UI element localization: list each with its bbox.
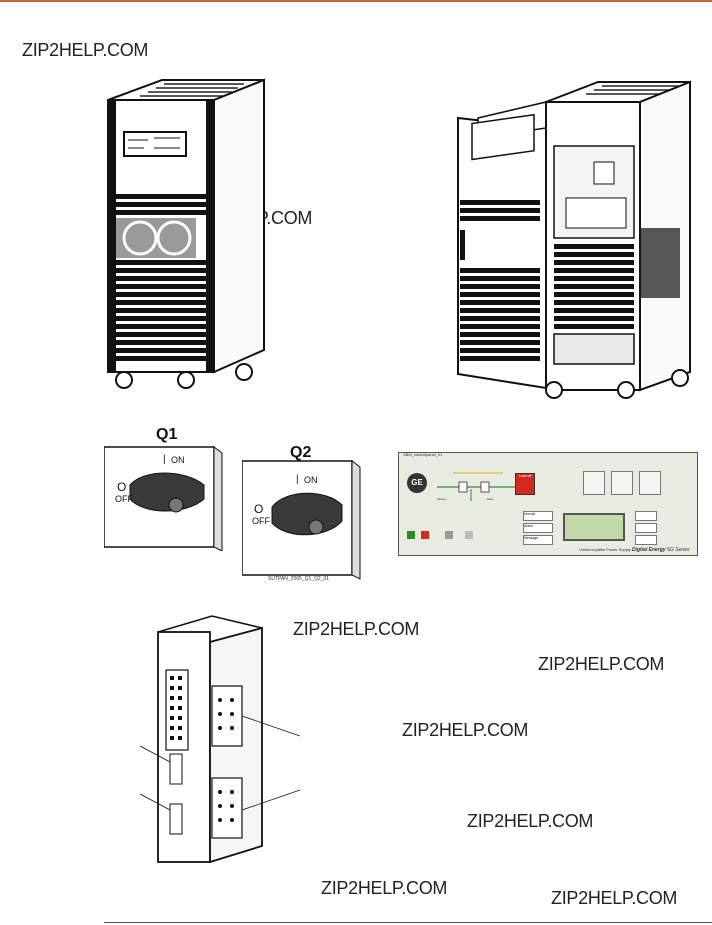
control-panel-caption: SBM_controlpanel_01: [403, 452, 443, 457]
indicator-message: Message: [523, 535, 553, 545]
switch-q2-off-label: OFF: [252, 516, 270, 526]
switch-q1-on-label: ON: [171, 455, 185, 465]
watermark-text: ZIP2HELP.COM: [467, 811, 594, 831]
mimic-label-battery: battery: [437, 497, 447, 501]
bypass-icon-button[interactable]: [583, 471, 605, 495]
softkey-3[interactable]: [635, 535, 657, 545]
switch-q2-caption: SUTPAN_2005_Q1_Q2_01: [268, 576, 330, 582]
panel-brand: Digital Energy: [631, 547, 666, 553]
switch-q2-on-label: ON: [304, 475, 318, 485]
watermark-text: ZIP2HELP.COM: [293, 619, 420, 639]
switch-q2-illustration: [242, 460, 361, 580]
watermark-text: ZIP2HELP.COM: [538, 654, 665, 674]
switch-q1-title: Q1: [156, 426, 178, 443]
watermark-text: ZIP2HELP.COM: [551, 888, 678, 908]
inverter-off-button[interactable]: [421, 531, 429, 539]
lcd-display: [563, 513, 625, 541]
inverter-on-button[interactable]: [407, 531, 415, 539]
switch-q2-on-mark: |: [296, 474, 299, 485]
softkey-1[interactable]: [635, 511, 657, 521]
watermark-text: ZIP2HELP.COM: [22, 40, 149, 60]
load-on-button[interactable]: [445, 531, 453, 539]
indicator-alarm: Alarm: [523, 523, 553, 533]
ge-logo-icon: GE: [407, 473, 427, 493]
switch-q2-off-symbol: O: [254, 502, 264, 516]
panel-series: SG Series: [666, 547, 690, 553]
mimic-label-load: load: [487, 497, 493, 501]
interface-module-illustration: [140, 615, 301, 864]
switch-q2-title: Q2: [290, 444, 312, 461]
switch-q1-illustration: [104, 446, 223, 551]
switch-q1-off-symbol: O: [117, 480, 127, 494]
header-rule: [0, 0, 712, 2]
indicator-normal: Normal: [523, 511, 553, 521]
softkey-2[interactable]: [635, 523, 657, 533]
mimic-diagram: [437, 472, 515, 501]
wrench-icon-button[interactable]: [611, 471, 633, 495]
ups-cabinet-front-illustration: [107, 78, 265, 389]
footer-rule: [104, 922, 712, 923]
switch-q1-on-mark: |: [163, 454, 166, 465]
watermark-text: ZIP2HELP.COM: [321, 878, 448, 898]
load-off-small-button[interactable]: [465, 531, 473, 539]
load-off-label: Load off: [518, 474, 532, 478]
ups-cabinet-open-illustration: [457, 80, 691, 399]
watermark-text: ZIP2HELP.COM: [402, 720, 529, 740]
alarm-triangle-icon-button[interactable]: [639, 471, 661, 495]
load-off-button[interactable]: Load off: [515, 473, 535, 495]
panel-footer-text: Uninterruptible Power Supply: [579, 547, 631, 552]
switch-q1-off-label: OFF: [115, 494, 133, 504]
control-panel: SBM_controlpanel_01 GE Load off battery …: [398, 452, 698, 556]
